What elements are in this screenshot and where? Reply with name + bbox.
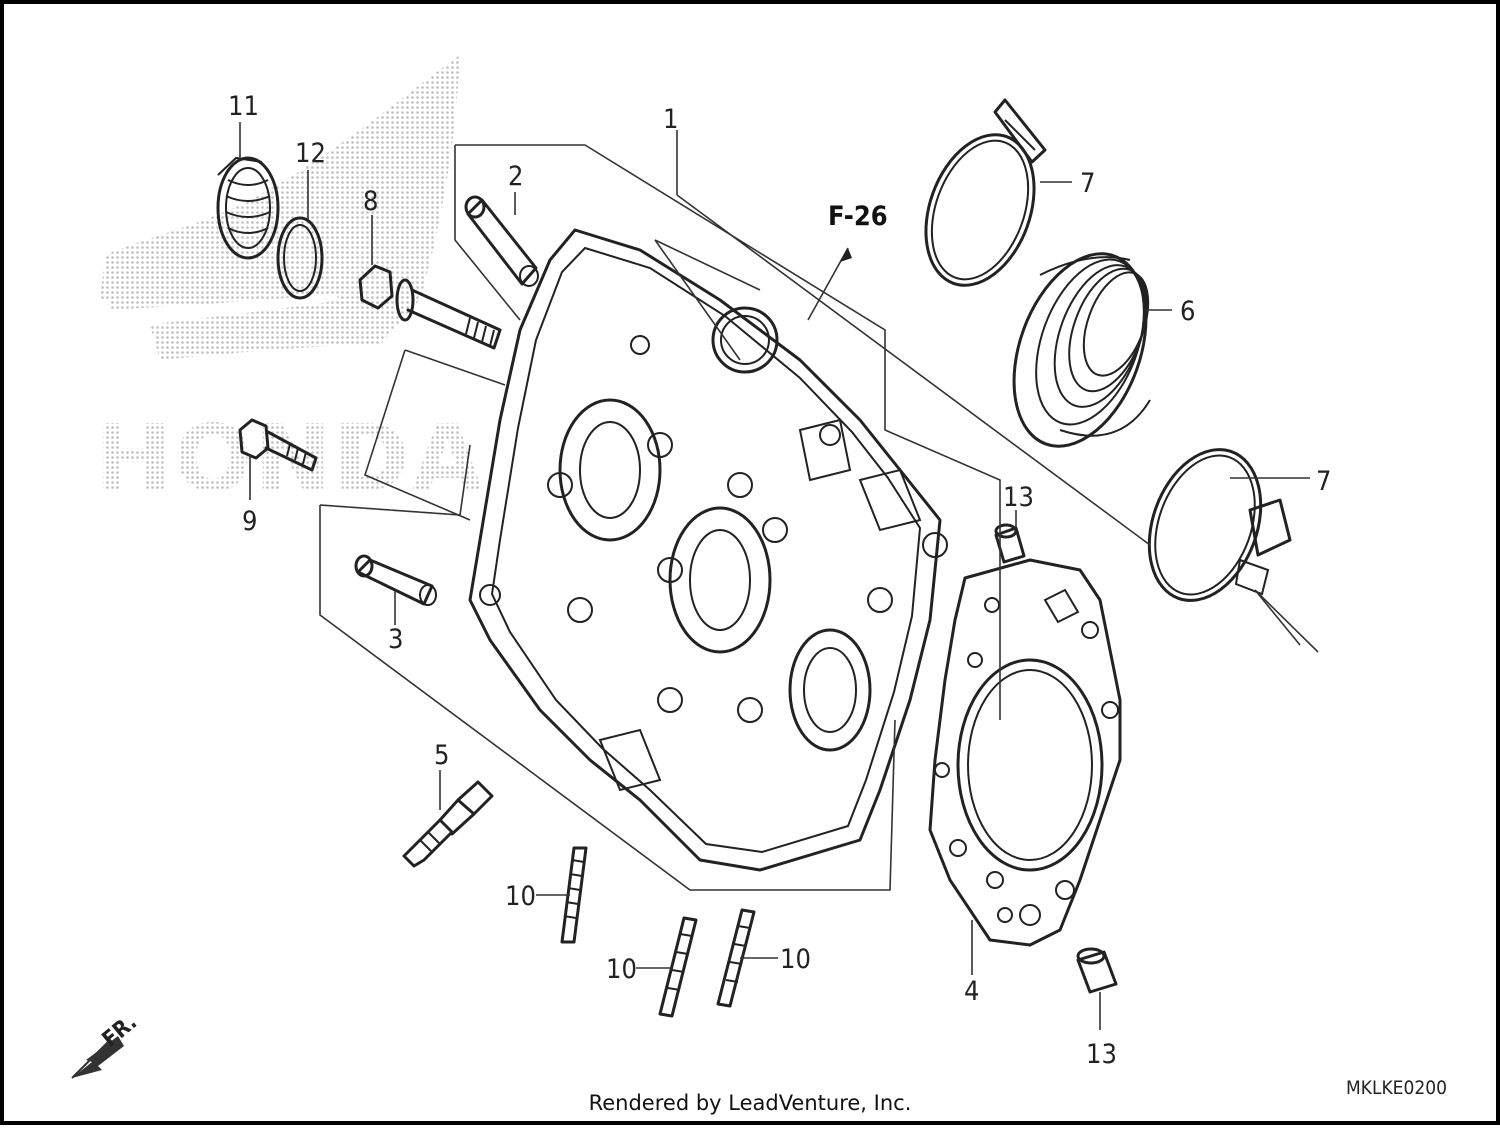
callout-13-upper: 13 [1003,482,1034,513]
diagram-code: MKLKE0200 [1346,1077,1447,1099]
callout-8: 8 [363,186,378,217]
part-9-bolt [238,418,318,472]
callout-12: 12 [295,138,326,169]
rendered-by-footer: Rendered by LeadVenture, Inc. [588,1091,912,1115]
part-13-dowel-upper [994,523,1026,564]
callout-5: 5 [434,740,449,771]
callout-6: 6 [1180,296,1195,327]
part-4-head-gasket [928,558,1122,947]
part-11-cap [216,156,280,260]
part-12-o-ring [276,216,324,300]
callout-7-lower: 7 [1316,466,1331,497]
part-10-stud-c [716,908,756,1008]
part-5-spark-plug [402,780,494,868]
part-10-stud-b [658,916,698,1018]
callout-7-upper: 7 [1080,168,1095,199]
honda-wing-watermark [100,55,460,360]
callout-2: 2 [508,161,523,192]
part-7-clamp-lower [1147,448,1292,602]
part-7-clamp-upper [924,98,1047,287]
part-2-dowel-pin [464,195,539,287]
callout-13-lower: 13 [1086,1039,1117,1070]
part-8-bolt [358,264,502,350]
part-10-stud-a [560,846,588,944]
reference-f26: F-26 [828,201,888,232]
callout-3: 3 [388,624,403,655]
callout-10-c: 10 [780,944,811,975]
callout-1: 1 [663,104,678,135]
part-6-insulator [1012,252,1151,448]
callout-10-b: 10 [606,954,637,985]
callout-9: 9 [242,506,257,537]
part-13-dowel-lower [1076,947,1118,994]
front-direction-arrow [71,1036,124,1079]
callout-4: 4 [964,976,979,1007]
leader-lines [239,122,1319,1030]
part-1-cylinder-head [468,228,948,872]
callout-11: 11 [228,91,259,122]
part-3-dowel-pin [354,554,437,606]
callout-10-a: 10 [505,881,536,912]
